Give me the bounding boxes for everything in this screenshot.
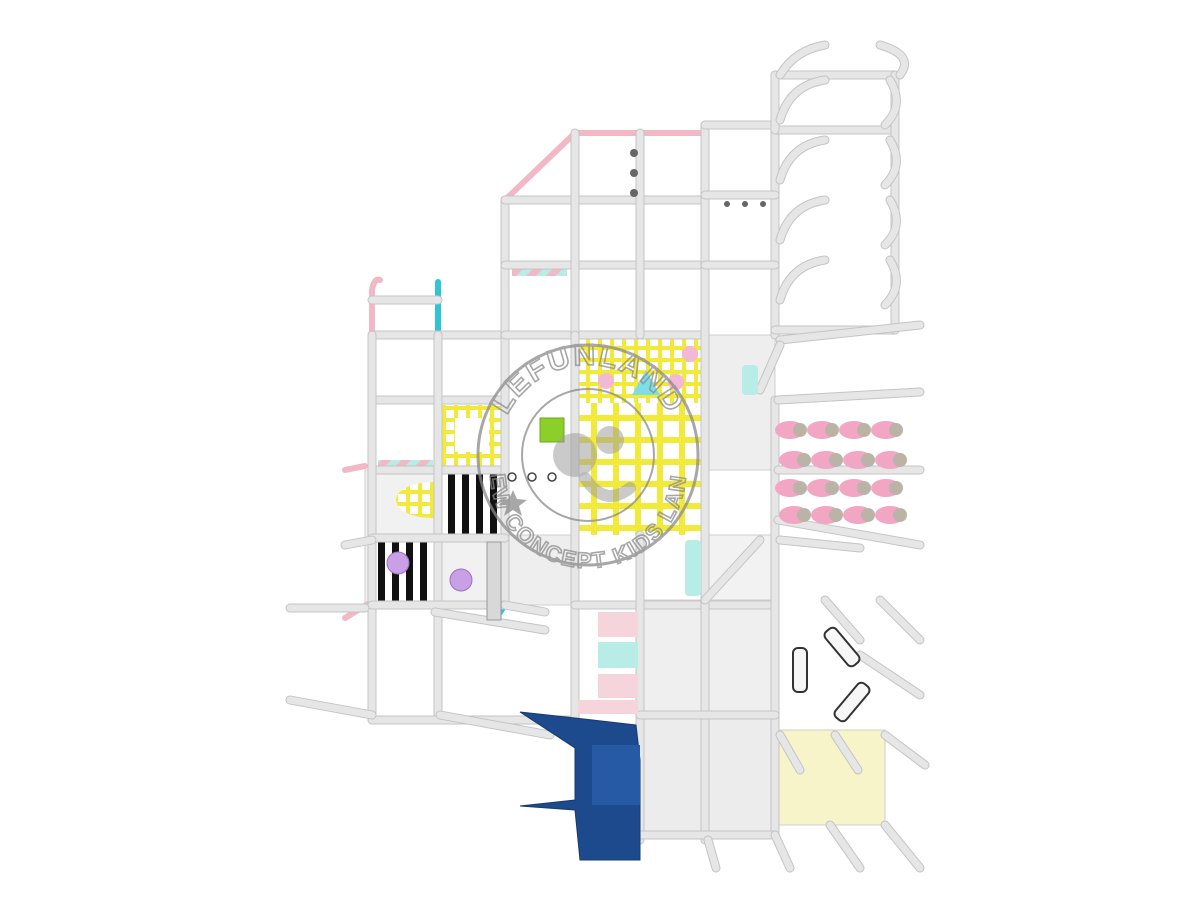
frame-tube xyxy=(431,608,549,634)
frame-tube xyxy=(881,821,924,872)
frame-tube xyxy=(341,536,376,549)
frame-tube xyxy=(856,651,924,699)
frame-tube xyxy=(774,516,924,549)
curved-rail xyxy=(876,41,908,79)
curved-rail xyxy=(881,256,900,309)
step-pink xyxy=(598,674,638,698)
handle-knobs xyxy=(630,149,766,207)
frame-tube xyxy=(776,536,864,552)
frame-tube xyxy=(701,536,764,604)
mirror-panel xyxy=(486,541,502,621)
frame-tube xyxy=(704,836,720,872)
frame-tube xyxy=(876,596,924,644)
purple-ball xyxy=(449,568,473,592)
punch-bags xyxy=(792,626,871,723)
curved-rail xyxy=(776,41,829,79)
roller-cap xyxy=(889,423,903,437)
roller-cap xyxy=(825,423,839,437)
cyan-cylinder xyxy=(685,540,701,596)
punch-bag xyxy=(833,681,871,723)
purple-ball xyxy=(386,551,410,575)
pink-ball xyxy=(598,373,614,389)
curved-rail xyxy=(881,136,900,189)
lime-block xyxy=(539,417,565,443)
step-mint xyxy=(598,642,638,668)
step-pink xyxy=(598,612,638,637)
punch-bag xyxy=(792,647,808,693)
frame-tube xyxy=(831,731,862,774)
curved-rail xyxy=(776,256,829,304)
curved-rail xyxy=(776,76,829,124)
frame-tube xyxy=(821,596,864,644)
pink-ball xyxy=(682,346,698,362)
roller-cap xyxy=(825,481,839,495)
roller-cap xyxy=(893,508,907,522)
frame-tube xyxy=(774,388,924,404)
floor-panel xyxy=(504,534,576,606)
roller-cap xyxy=(797,453,811,467)
pink-rail xyxy=(502,130,708,335)
roller-cap xyxy=(797,508,811,522)
watermark-seal-icon: LEFUNLAND NEW CONCEPT KIDS LAND xyxy=(0,0,700,574)
curved-rail xyxy=(881,76,900,129)
frame-tube xyxy=(881,731,929,769)
frame-tube xyxy=(771,831,794,872)
roller-cap xyxy=(889,481,903,495)
cyan-cylinder xyxy=(742,365,758,395)
roller-cap xyxy=(793,423,807,437)
curved-rail xyxy=(881,196,900,249)
frame-tube xyxy=(776,731,804,774)
accessories xyxy=(386,149,907,861)
frame-tube xyxy=(776,321,924,344)
pink-rail xyxy=(342,463,368,473)
roller-cap xyxy=(893,453,907,467)
navy-slide-side xyxy=(592,745,640,805)
punch-bag xyxy=(823,626,861,668)
steel-frame xyxy=(285,40,930,873)
frame-tube xyxy=(286,696,376,719)
frame-tube xyxy=(826,821,864,872)
soft-mat-yellow xyxy=(774,729,886,826)
pink-rollers xyxy=(775,421,907,524)
curved-rail xyxy=(776,196,829,244)
frame-tube xyxy=(756,341,784,394)
net-panel-main xyxy=(575,403,705,535)
star-icon xyxy=(499,490,527,516)
roller-cap xyxy=(793,481,807,495)
slide-steps xyxy=(578,612,638,714)
roller-cap xyxy=(861,453,875,467)
floor-panel xyxy=(704,334,776,471)
pink-rail xyxy=(369,276,383,473)
cyan-cone xyxy=(632,370,660,395)
spiral-rings xyxy=(507,472,557,482)
frame-tube xyxy=(436,711,554,739)
roller-cap xyxy=(857,423,871,437)
roller-cap xyxy=(829,453,843,467)
step-pink xyxy=(578,700,638,714)
curved-rail xyxy=(776,136,829,184)
roller-cap xyxy=(857,481,871,495)
roller-cap xyxy=(861,508,875,522)
frame-tube xyxy=(501,601,549,616)
roller-cap xyxy=(829,508,843,522)
